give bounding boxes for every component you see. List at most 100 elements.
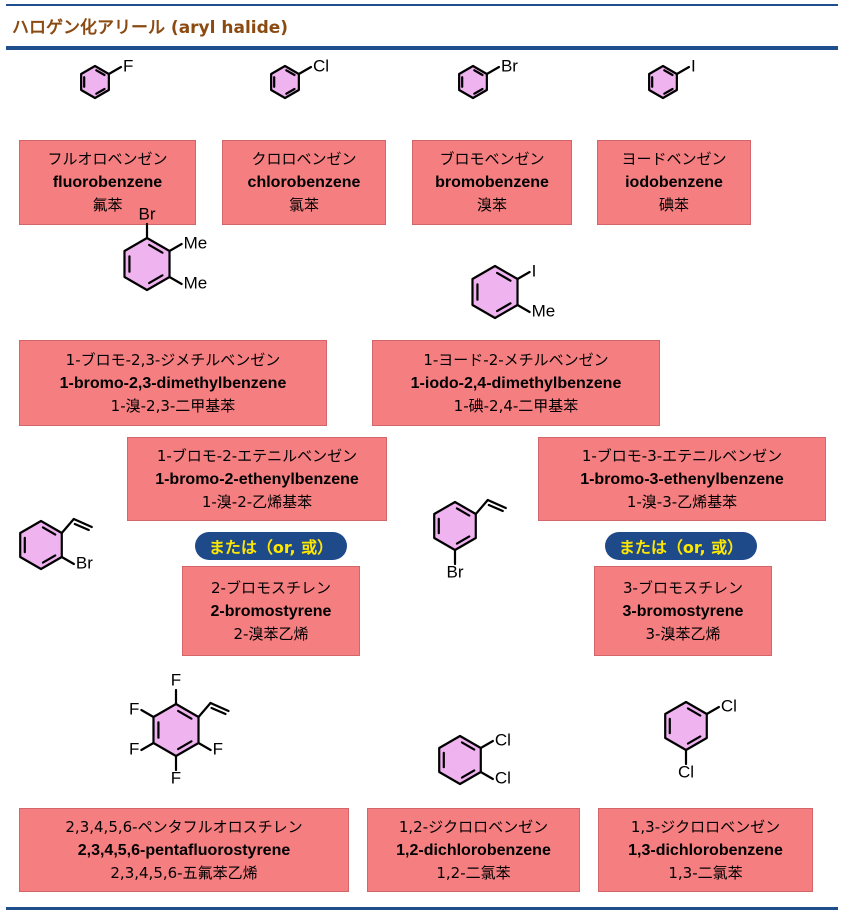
substituent-bond: [168, 275, 183, 286]
substituent-bond: [107, 65, 123, 76]
name-en: 1,2-dichlorobenzene: [396, 841, 551, 859]
double-bond: [41, 554, 57, 564]
name-en: 1-bromo-2,3-dimethylbenzene: [59, 374, 287, 392]
substituent-bond: [168, 242, 183, 253]
name-jp: クロロベンゼン: [251, 150, 357, 168]
substituent-label: Br: [447, 562, 464, 581]
label-pentafluorostyrene: 2,3,4,5,6-ペンタフルオロスチレン 2,3,4,5,6-pentaflu…: [19, 808, 349, 892]
name-cn: 1,3-二氯苯: [668, 863, 743, 882]
label-3-bromostyrene: 3-ブロモスチレン 3-bromostyrene 3-溴苯乙烯: [594, 566, 772, 656]
vinyl-double-bond: [73, 522, 90, 532]
substituent-bond: [516, 270, 531, 281]
label-1-bromo-2-ethenylbenzene: 1-ブロモ-2-エテニルベンゼン 1-bromo-2-ethenylbenzen…: [127, 437, 387, 521]
substituent-bond: [675, 65, 691, 76]
fluorobenzene-structure: F: [80, 56, 133, 100]
label-iodobenzene: ヨードベンゼン iodobenzene 碘苯: [597, 140, 751, 225]
name-en: iodobenzene: [625, 174, 723, 191]
substituent-label: F: [213, 739, 223, 758]
double-bond: [460, 741, 476, 751]
double-bond: [460, 769, 476, 779]
double-bond: [455, 507, 471, 517]
double-bond: [95, 87, 106, 95]
double-bond: [473, 69, 484, 77]
substituent-label: Cl: [678, 762, 694, 781]
page-title: ハロゲン化アリール (aryl halide): [12, 18, 289, 38]
name-cn: 氟苯: [92, 196, 123, 214]
name-cn: 1-溴-2,3-二甲基苯: [110, 396, 236, 415]
bottom-rule: [6, 907, 838, 910]
substituent-bond: [479, 770, 495, 781]
label-1-bromo-3-ethenylbenzene: 1-ブロモ-3-エテニルベンゼン 1-bromo-3-ethenylbenzen…: [538, 437, 826, 521]
benzene-ring: [438, 734, 482, 786]
substituent-label: Cl: [495, 768, 511, 787]
name-en: 1-bromo-3-ethenylbenzene: [580, 470, 784, 488]
name-jp: 1,2-ジクロロベンゼン: [398, 817, 549, 836]
name-en: fluorobenzene: [52, 174, 163, 191]
name-en: 3-bromostyrene: [622, 602, 744, 620]
vinyl-double-bond: [210, 706, 227, 716]
substituent-bond: [479, 739, 495, 750]
substituent-bond: [197, 741, 212, 752]
substituent-label: F: [171, 768, 181, 787]
label-bromo-dimethylbenzene: 1-ブロモ-2,3-ジメチルベンゼン 1-bromo-2,3-dimethylb…: [19, 340, 327, 426]
substituent-label: Me: [184, 273, 208, 292]
vinyl-bond: [72, 517, 93, 529]
name-jp: 3-ブロモスチレン: [623, 578, 743, 597]
3-bromostyrene-structure: Br: [433, 498, 507, 581]
name-jp: 1-ブロモ-3-エテニルベンゼン: [581, 446, 783, 465]
substituent-label: Cl: [495, 730, 511, 749]
name-jp: フルオロベンゼン: [47, 150, 168, 168]
vinyl-bond: [486, 498, 507, 510]
vinyl-bond: [209, 701, 230, 713]
name-cn: 氯苯: [288, 196, 319, 214]
name-jp: ヨードベンゼン: [621, 150, 727, 168]
name-cn: 1-溴-2-乙烯基苯: [201, 492, 313, 511]
label-chlorobenzene: クロロベンゼン chlorobenzene 氯苯: [222, 140, 386, 225]
benzene-ring: [664, 700, 708, 752]
vinyl-bond: [60, 517, 75, 535]
name-cn: 1,2-二氯苯: [436, 863, 511, 882]
substituent-label: I: [691, 56, 696, 75]
name-jp: 1-ヨード-2-メチルベンゼン: [423, 350, 609, 369]
substituent-label: Br: [139, 204, 156, 223]
label-bromobenzene: ブロモベンゼン bromobenzene 溴苯: [412, 140, 572, 225]
name-cn: 2,3,4,5,6-五氟苯乙烯: [110, 863, 258, 882]
substituent-bond: [516, 303, 531, 314]
name-en: 2-bromostyrene: [210, 602, 332, 620]
substituent-bond: [705, 705, 721, 716]
header-bar: [6, 8, 838, 46]
benzene-ring: [19, 519, 63, 571]
label-fluorobenzene: フルオロベンゼン fluorobenzene 氟苯: [19, 140, 196, 225]
double-bond: [496, 302, 512, 313]
benzene-ring: [152, 702, 200, 758]
benzene-ring: [270, 64, 300, 100]
header-rule: [6, 46, 838, 50]
substituent-label: Cl: [721, 696, 737, 715]
double-bond: [177, 740, 193, 751]
label-1-2-dichlorobenzene: 1,2-ジクロロベンゼン 1,2-dichlorobenzene 1,2-二氯苯: [367, 808, 580, 892]
name-cn: 1-溴-3-乙烯基苯: [626, 492, 738, 511]
substituent-bond: [140, 708, 155, 719]
2-bromostyrene-structure: Br: [19, 517, 93, 572]
substituent-label: Me: [532, 301, 556, 320]
substituent-label: F: [129, 699, 139, 718]
name-cn: 碘苯: [658, 196, 689, 214]
substituent-label: Br: [501, 56, 518, 75]
substituent-label: I: [532, 261, 537, 280]
iodo-methylbenzene-structure: I Me: [471, 261, 556, 320]
double-bond: [95, 69, 106, 77]
name-en: 2,3,4,5,6-pentafluorostyrene: [77, 841, 291, 859]
benzene-ring: [123, 236, 171, 292]
double-bond: [455, 535, 471, 545]
double-bond: [285, 87, 296, 95]
name-jp: 2-ブロモスチレン: [211, 578, 331, 597]
benzene-ring: [458, 64, 488, 100]
double-bond: [148, 243, 164, 254]
substituent-label: Cl: [313, 56, 329, 75]
iodobenzene-structure: I: [648, 56, 696, 100]
name-jp: 1,3-ジクロロベンゼン: [630, 817, 781, 836]
name-en: 1-bromo-2-ethenylbenzene: [155, 470, 359, 488]
substituent-bond: [60, 555, 76, 566]
